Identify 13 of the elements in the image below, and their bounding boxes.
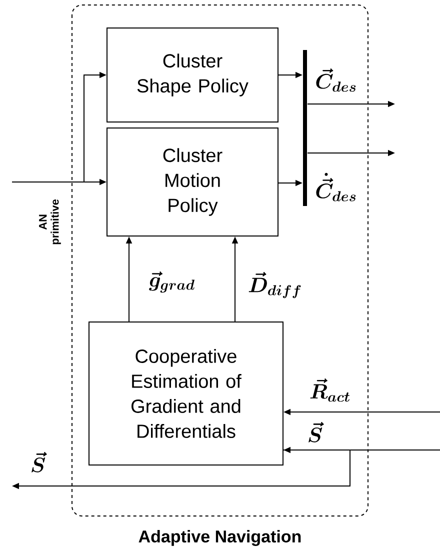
edge-label: $\vec{g}_{grad}$ <box>149 272 194 293</box>
edge-label: $\vec{C}_{des}$ <box>316 68 356 92</box>
edge-label: $\vec{S}$ <box>308 422 324 442</box>
edge-label: $\dot{\vec{C}}_{des}$ <box>316 172 356 202</box>
process-box: Cooperative Estimation of Gradient and Differentials <box>88 322 284 466</box>
edge-label: $\vec{S}$ <box>32 452 47 472</box>
group-title: Adaptive Navigation <box>138 530 301 546</box>
dashed-group-box <box>72 4 368 516</box>
edge-label: AN primitive <box>39 199 61 244</box>
edge-label: $\vec{R}_{act}$ <box>310 378 350 402</box>
process-box: Cluster Shape Policy <box>106 28 278 122</box>
process-box: Cluster Motion Policy <box>106 128 278 236</box>
edge-label: $\vec{D}_{diff}$ <box>248 272 301 298</box>
